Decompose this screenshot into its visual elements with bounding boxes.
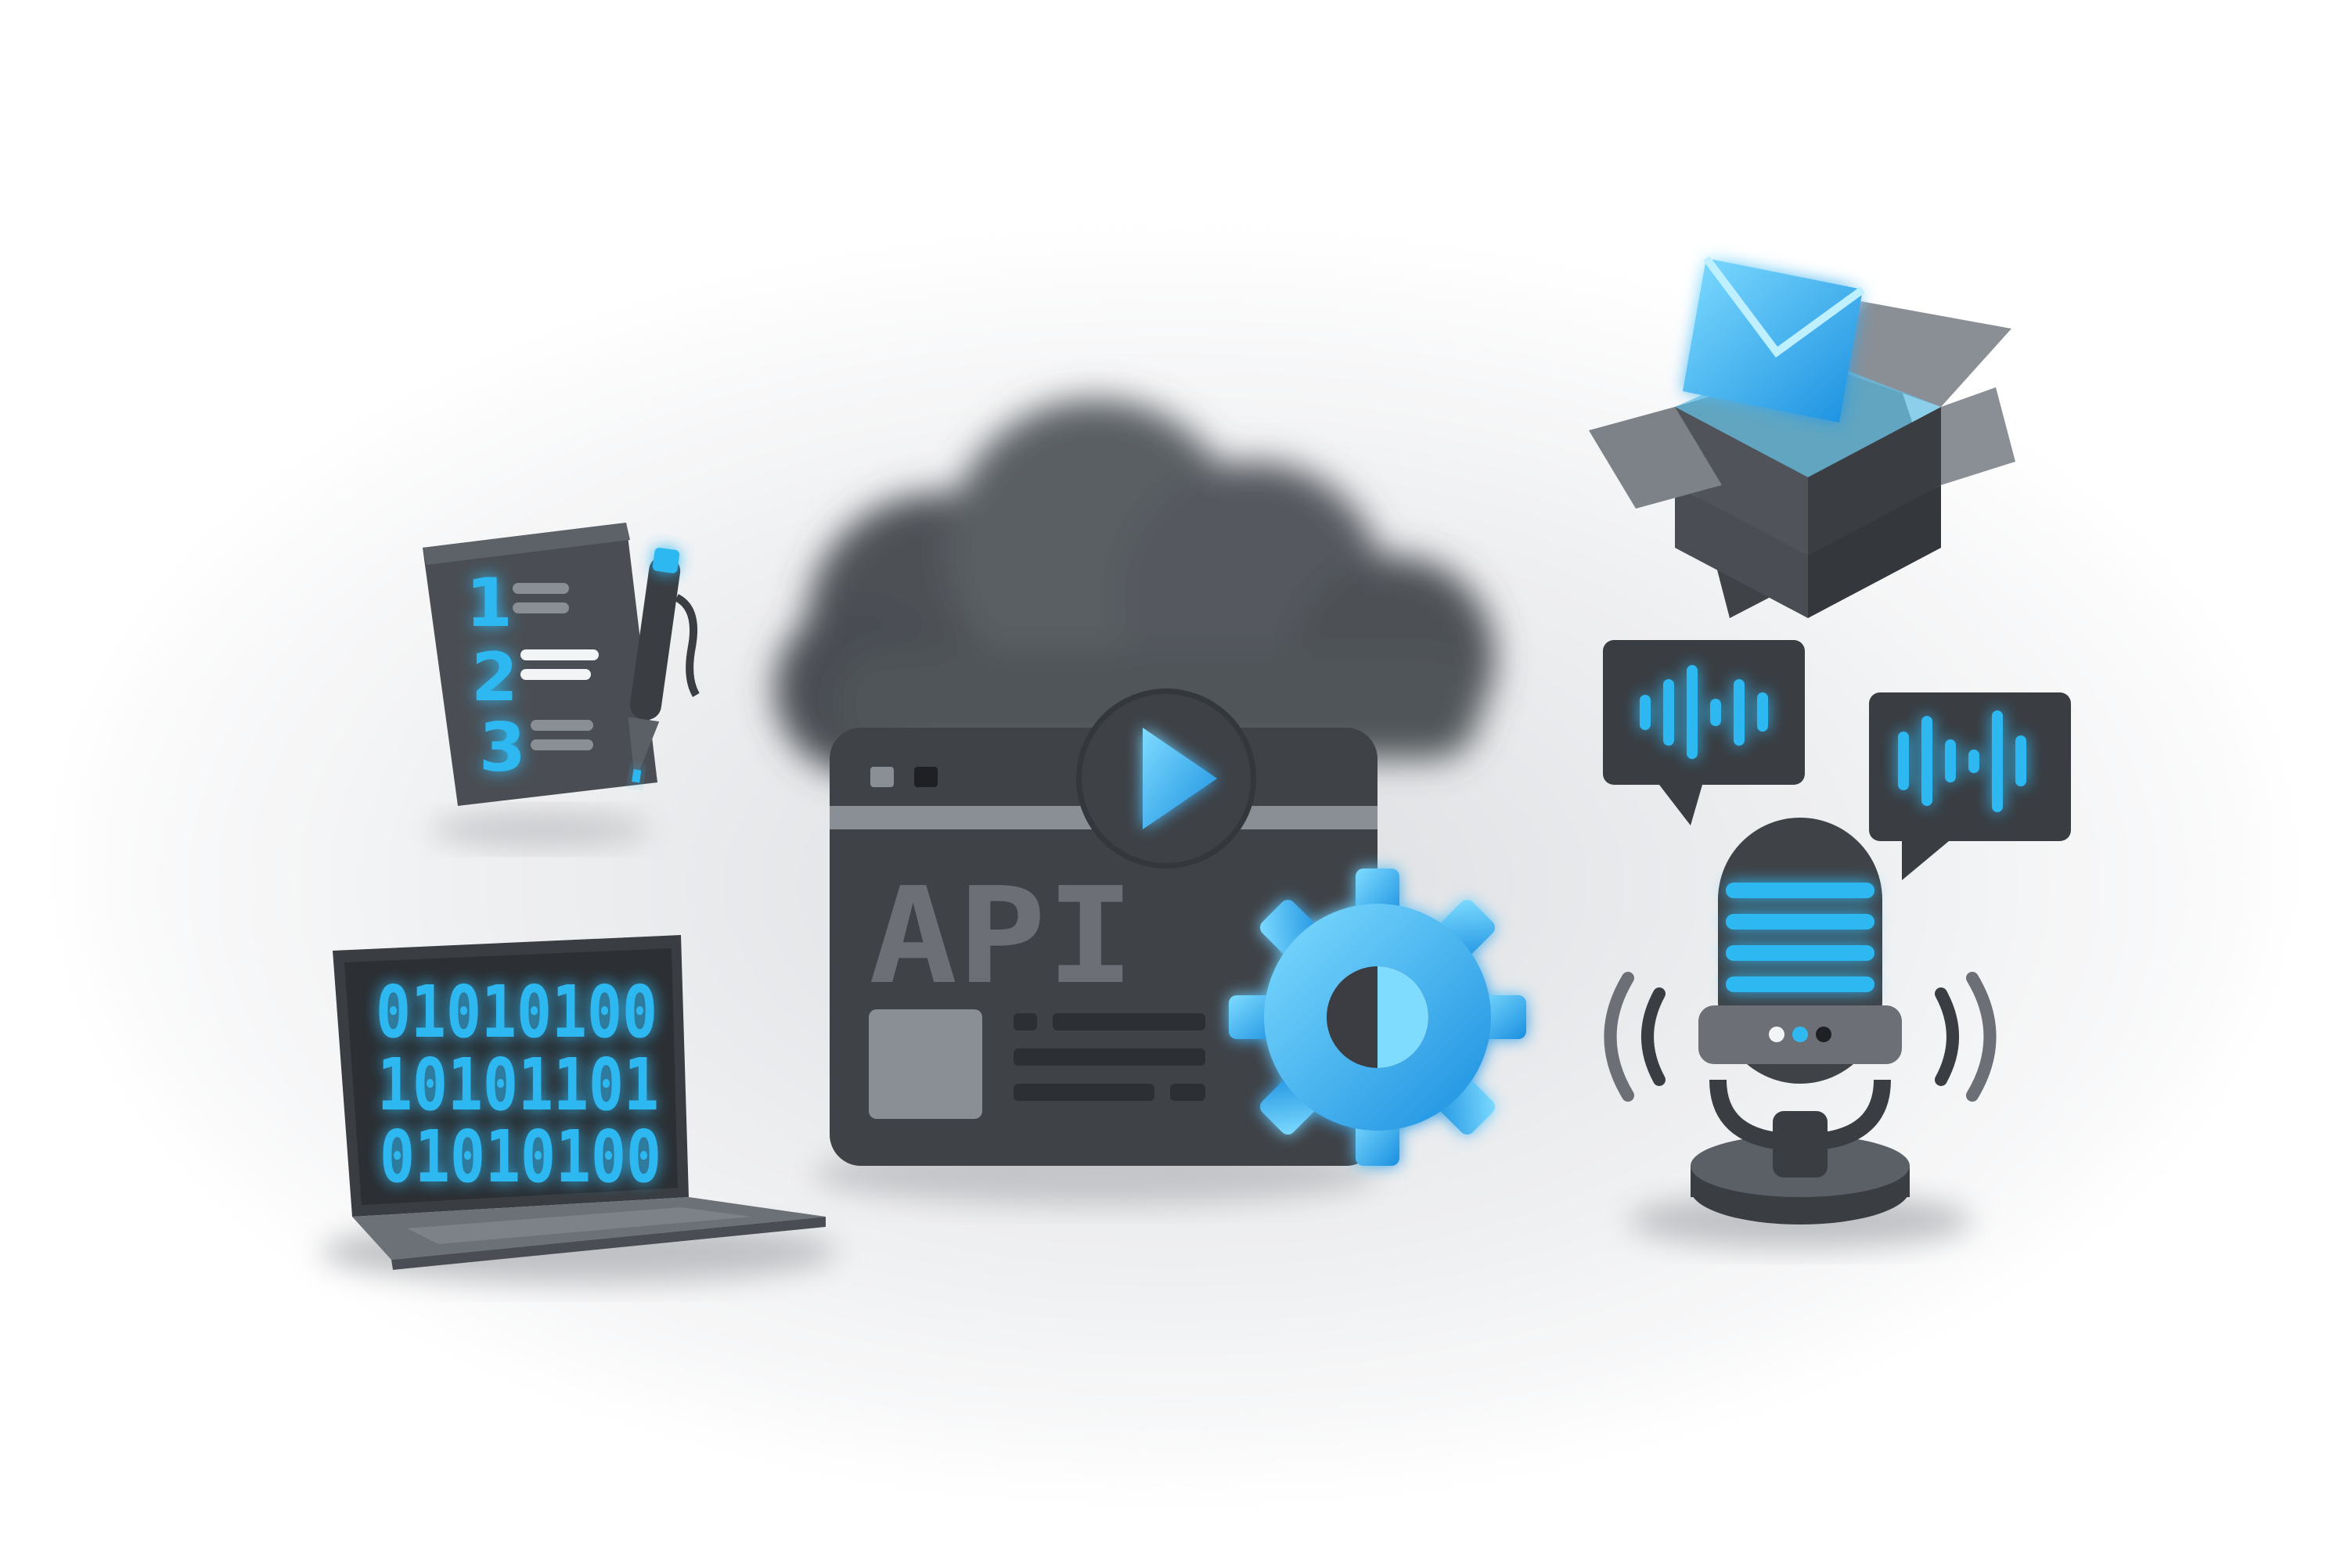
open-box-icon [1589,297,2015,618]
laptop-binary-row-1: 01010100 [376,970,657,1054]
speech-bubble-icon [1603,640,1805,825]
sound-waves-right [1935,972,1997,1102]
envelope-icon [1683,256,1865,423]
api-window: API [814,728,1377,1205]
laptop-icon: 01010100 10101101 01010100 [321,935,837,1283]
checklist-number-2: 2 [471,638,518,717]
api-label: API [869,859,1135,1014]
pen-icon [628,548,700,783]
checklist-icon: 1 2 3 [423,523,657,847]
gear-icon [1229,869,1526,1166]
play-icon [1076,689,1256,869]
window-dot-1 [870,767,894,787]
sound-waves-left [1604,972,1666,1102]
speech-bubble-icon [1869,692,2071,880]
window-dot-2 [914,767,938,787]
image-placeholder [869,1009,982,1119]
laptop-binary-row-2: 10101101 [377,1043,659,1127]
sound-wave-icon [1640,665,1768,759]
checklist-number-1: 1 [466,564,513,642]
laptop-binary-row-3: 01010100 [380,1115,661,1199]
sound-wave-icon [1898,710,2026,812]
microphone-icon [1628,818,1972,1248]
checklist-number-3: 3 [479,709,526,787]
